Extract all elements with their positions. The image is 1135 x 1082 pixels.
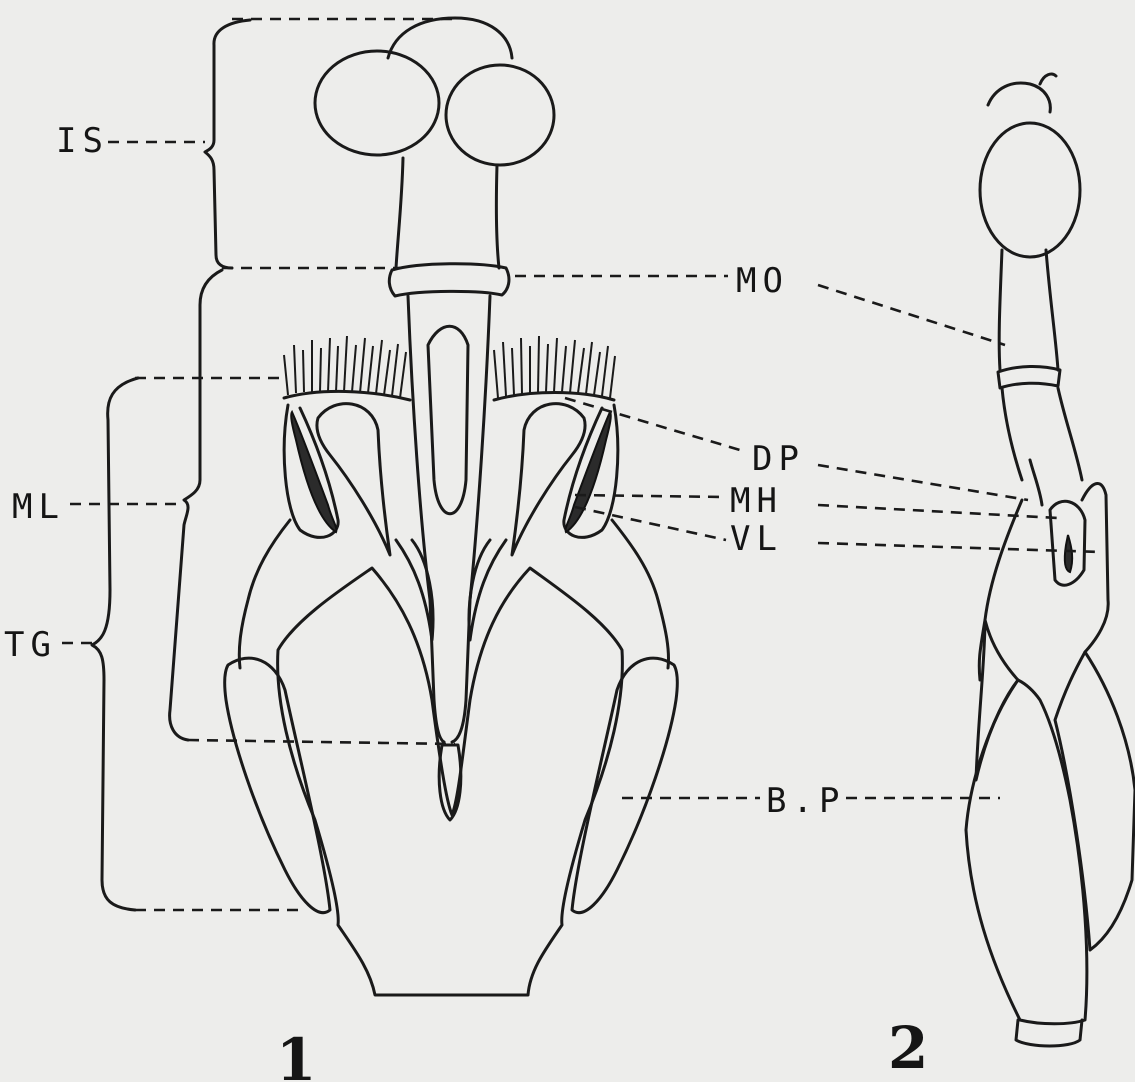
- label-is: IS: [56, 121, 109, 161]
- leader-lines: [62, 19, 1100, 910]
- head-top: [388, 18, 512, 58]
- left-hook: [291, 412, 336, 532]
- central-shaft-right: [452, 296, 490, 742]
- f2-neck: [999, 250, 1058, 370]
- f2-hair: [1030, 460, 1042, 505]
- f2-hook: [1065, 535, 1072, 572]
- f2-collar: [998, 366, 1060, 388]
- f2-body-left: [979, 500, 1022, 680]
- basal-plate: [278, 568, 623, 995]
- bracket-tg: [92, 378, 138, 910]
- f2-dotted-right: [1055, 652, 1135, 950]
- f2-lower-lobe: [966, 680, 1087, 1024]
- eye-left: [315, 51, 439, 155]
- f2-head-top: [988, 83, 1050, 112]
- neck: [396, 158, 499, 268]
- label-tg: TG: [4, 625, 57, 665]
- figure-number-2: 2: [888, 1014, 928, 1082]
- bristle-base-right: [494, 393, 614, 401]
- bristles-left: [284, 336, 406, 398]
- figure-1-drawing: [92, 18, 677, 995]
- collar: [389, 264, 509, 296]
- f2-stem: [1002, 388, 1082, 480]
- f2-head-spur: [1040, 74, 1056, 84]
- label-vl: VL: [730, 519, 783, 559]
- shaft-inner: [428, 326, 468, 514]
- side-flap-left: [225, 658, 330, 912]
- label-bp: B.P: [766, 781, 845, 821]
- label-mo: MO: [736, 261, 789, 301]
- f2-body-right: [1082, 484, 1108, 652]
- label-dp: DP: [752, 439, 805, 479]
- bracket-ml: [170, 270, 222, 740]
- label-mh: MH: [730, 481, 783, 521]
- body-outline-left: [239, 520, 290, 668]
- bristles-right: [494, 336, 615, 398]
- eye-right: [446, 65, 554, 165]
- bristle-base-left: [284, 391, 410, 400]
- figure-2-drawing: [966, 74, 1135, 1046]
- f2-eye: [980, 123, 1080, 257]
- figure-number-1: 1: [276, 1026, 316, 1082]
- label-ml: ML: [12, 487, 65, 527]
- side-flap-right: [572, 658, 677, 912]
- bracket-is: [205, 20, 250, 268]
